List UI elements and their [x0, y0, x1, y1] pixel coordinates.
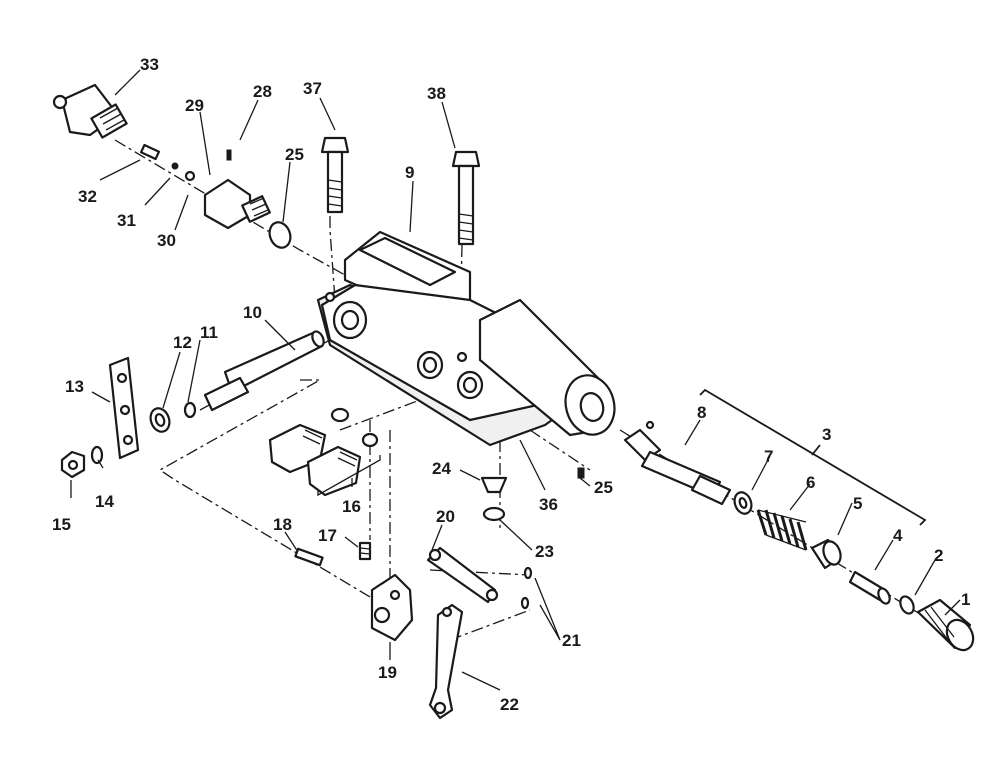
part-18-pin — [294, 547, 324, 567]
callout-28: 25 — [285, 145, 304, 164]
callout-19: 19 — [378, 663, 397, 682]
callout-13: 13 — [65, 377, 84, 396]
callout-36: 36 — [539, 495, 558, 514]
part-8-spool — [623, 420, 732, 506]
callout-33: 32 — [78, 187, 97, 206]
callout-16: 16 — [342, 497, 361, 516]
callout-20: 20 — [436, 507, 455, 526]
parts-31-33-small — [139, 143, 196, 182]
part-12-seal — [149, 407, 171, 433]
part-19-bellcrank — [370, 573, 414, 642]
callout-24: 24 — [432, 459, 451, 478]
part-21-clips — [520, 566, 533, 610]
part-13-plate — [108, 356, 140, 460]
callout-labels: 33 32 31 30 29 28 25 37 38 9 10 12 11 13… — [52, 55, 970, 714]
callout-30: 29 — [185, 96, 204, 115]
callout-31: 30 — [157, 231, 176, 250]
callout-9: 9 — [405, 163, 414, 182]
part-24-seal — [480, 476, 508, 494]
callout-4: 4 — [893, 526, 903, 545]
callout-15: 15 — [52, 515, 71, 534]
part-9-housing — [316, 230, 616, 447]
callout-1: 1 — [961, 590, 970, 609]
part-7-washer — [733, 491, 753, 515]
part-1-cap — [916, 598, 975, 652]
part-23-o-ring — [482, 506, 506, 522]
callout-8: 8 — [697, 403, 706, 422]
callout-34: 33 — [140, 55, 159, 74]
part-15-nut — [60, 450, 86, 479]
part-30-fitting — [203, 149, 271, 230]
callout-21: 21 — [562, 631, 581, 650]
callout-23: 23 — [535, 542, 554, 561]
part-11-o-ring — [183, 401, 197, 419]
callout-17: 17 — [318, 526, 337, 545]
callout-11: 11 — [200, 323, 218, 342]
part-2-o-ring — [899, 595, 915, 615]
part-20-link — [426, 546, 499, 604]
callout-37: 37 — [303, 79, 322, 98]
part-22-arm — [428, 603, 464, 720]
callout-18: 18 — [273, 515, 292, 534]
callout-29: 28 — [253, 82, 272, 101]
part-10-spool — [203, 330, 325, 412]
part-37-bolt — [320, 136, 350, 214]
callout-5: 5 — [853, 494, 862, 513]
part-38-bolt — [451, 150, 481, 246]
part-17-set-screw — [358, 541, 372, 561]
part-4-bolt — [848, 570, 891, 605]
part-6-spring — [756, 509, 808, 551]
part-25-screw — [577, 467, 585, 479]
callout-7: 7 — [764, 447, 773, 466]
part-34-fitting — [52, 83, 128, 139]
part-16-plugs — [268, 407, 381, 497]
callout-22: 22 — [500, 695, 519, 714]
callout-6: 6 — [806, 473, 815, 492]
part-5-cup — [810, 538, 842, 570]
callout-10: 10 — [243, 303, 262, 322]
callout-14: 14 — [95, 492, 114, 511]
bracket-3 — [699, 388, 927, 526]
callout-12: 12 — [173, 333, 192, 352]
part-14-washer — [90, 445, 104, 465]
callout-2: 2 — [934, 546, 943, 565]
callout-3: 3 — [822, 425, 831, 444]
callout-38: 38 — [427, 84, 446, 103]
callout-25: 25 — [594, 478, 613, 497]
leader-lines — [70, 69, 961, 691]
callout-32: 31 — [117, 211, 136, 230]
part-28-o-ring — [268, 221, 292, 249]
